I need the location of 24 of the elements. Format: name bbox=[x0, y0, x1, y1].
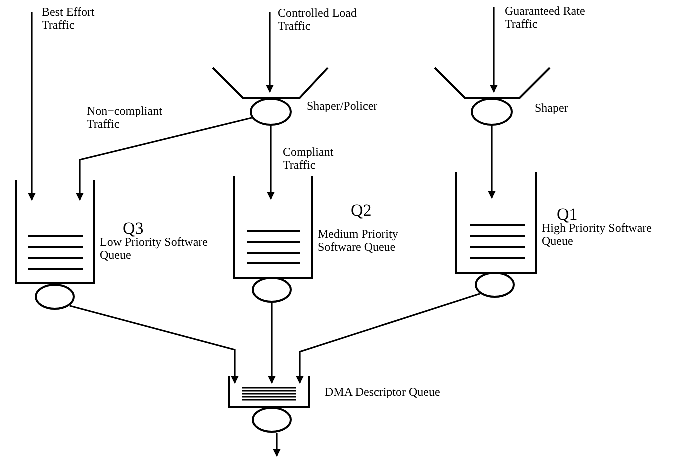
node-label: Shaper bbox=[535, 102, 568, 115]
queue-title: Q1 bbox=[557, 206, 578, 224]
arrow bbox=[296, 293, 480, 384]
arrow bbox=[273, 433, 281, 457]
queue-label: Low Priority Software Queue bbox=[100, 236, 209, 262]
edge-label: Compliant Traffic bbox=[283, 146, 335, 172]
edge-label: Non−compliant Traffic bbox=[87, 105, 164, 131]
arrow bbox=[76, 117, 252, 201]
arrow bbox=[28, 12, 36, 201]
arrow bbox=[490, 7, 498, 93]
arrow bbox=[266, 12, 274, 93]
edge-label: Guaranteed Rate Traffic bbox=[505, 5, 586, 31]
edge-label: Best Effort Traffic bbox=[42, 6, 96, 32]
queue-label: Medium Priority Software Queue bbox=[318, 228, 400, 254]
edge-label: Controlled Load Traffic bbox=[278, 7, 358, 33]
queue-title: Q3 bbox=[123, 220, 144, 238]
node-label: Shaper/Policer bbox=[307, 100, 378, 113]
arrow bbox=[268, 303, 276, 384]
arrow bbox=[488, 125, 496, 199]
arrow bbox=[267, 125, 275, 200]
queue-label: DMA Descriptor Queue bbox=[325, 386, 440, 399]
queue-label: High Priority Software Queue bbox=[542, 222, 653, 248]
arrow bbox=[70, 305, 239, 384]
queue-title: Q2 bbox=[351, 202, 372, 220]
